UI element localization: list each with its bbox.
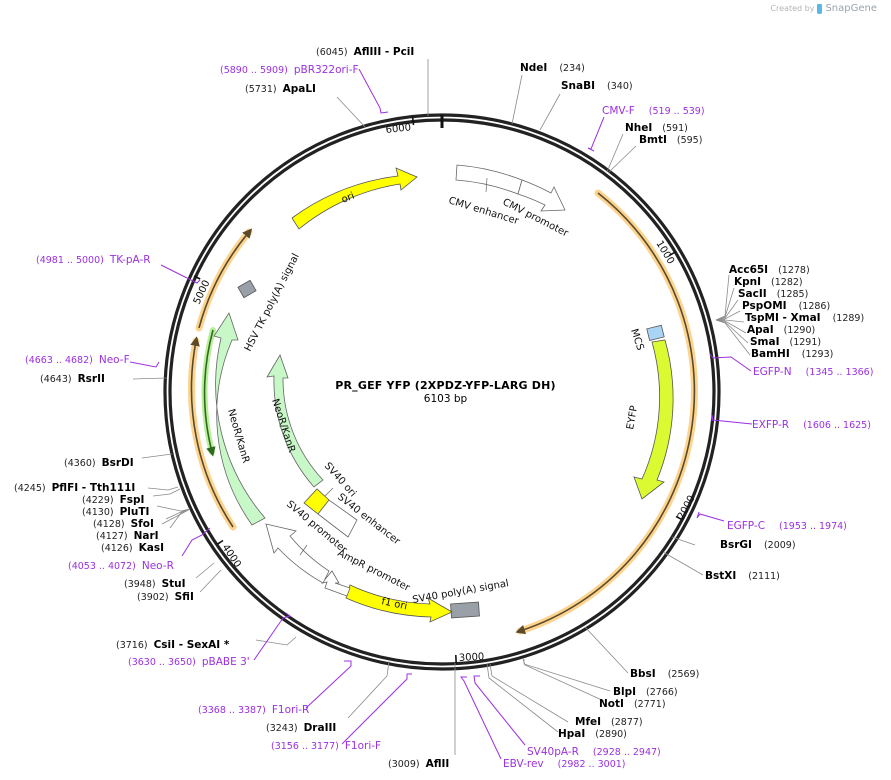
- site-kpnI[interactable]: KpnI(1282): [734, 276, 803, 288]
- snapgene-logo-icon: [817, 3, 823, 14]
- site-draIII[interactable]: (3243)DraIII: [266, 722, 336, 734]
- orf-arrow-left-lower: [190, 336, 234, 528]
- primer-egfp-c[interactable]: EGFP-C(1953 .. 1974): [727, 520, 847, 532]
- primer-f1ori-f[interactable]: (3156 .. 3177)F1ori-F: [271, 740, 381, 752]
- tick-3000: 3000: [459, 652, 485, 664]
- feature-ampr-promoter[interactable]: [320, 570, 351, 597]
- site-notI[interactable]: NotI(2771): [599, 698, 666, 710]
- site-nheI[interactable]: NheI(591): [625, 122, 688, 134]
- site-sfiI[interactable]: (3902)SfiI: [137, 591, 194, 603]
- primer-neo-f[interactable]: (4663 .. 4682)Neo-F: [25, 354, 130, 366]
- site-labels: (6045)AflIII - PciI (5731)ApaLI NdeI(234…: [14, 46, 864, 770]
- site-blpI[interactable]: BlpI(2766): [613, 686, 678, 698]
- label-neor-kanr-inner: NeoR/KanR: [269, 398, 297, 455]
- feature-mcs[interactable]: [646, 324, 665, 342]
- site-aflIII-pciI[interactable]: (6045)AflIII - PciI: [316, 46, 414, 58]
- site-bsrDI[interactable]: (4360)BsrDI: [64, 457, 134, 469]
- label-ori: ori: [340, 191, 356, 206]
- site-kasI[interactable]: (4126)KasI: [101, 542, 164, 554]
- neo-orf-arrow: [203, 329, 216, 457]
- site-bamHI[interactable]: BamHI(1293): [751, 348, 833, 360]
- site-bmtI[interactable]: BmtI(595): [639, 134, 702, 146]
- feature-neor-kanr-inner[interactable]: [266, 354, 324, 488]
- feature-neor-kanr-outer[interactable]: [213, 312, 266, 526]
- credit-prefix: Created by: [770, 4, 815, 13]
- feature-f1-ori[interactable]: [345, 584, 453, 623]
- site-sacII[interactable]: SacII(1285): [738, 288, 808, 300]
- site-bstXI[interactable]: BstXI(2111): [705, 570, 780, 582]
- tick-6000: 6000: [385, 122, 411, 136]
- site-stuI[interactable]: (3948)StuI: [124, 578, 186, 590]
- label-mcs: MCS: [628, 328, 645, 352]
- site-csiI-sexAI[interactable]: (3716)CsiI - SexAI *: [116, 639, 230, 651]
- site-apaI[interactable]: ApaI(1290): [747, 324, 815, 336]
- credit-brand: SnapGene: [825, 3, 877, 14]
- site-snaBI[interactable]: SnaBI(340): [561, 80, 633, 92]
- primer-leaders: [129, 68, 753, 760]
- primer-neo-r[interactable]: (4053 .. 4072)Neo-R: [68, 560, 174, 572]
- primer-ebv-rev[interactable]: EBV-rev(2982 .. 3001): [503, 758, 626, 770]
- site-narI[interactable]: (4127)NarI: [96, 530, 159, 542]
- site-pflFI-tth111I[interactable]: (4245)PflFI - Tth111I: [14, 482, 135, 494]
- orf-arcs: [188, 189, 698, 635]
- feature-hsv-tk-polya[interactable]: [237, 279, 257, 299]
- site-rsrII[interactable]: (4643)RsrII: [40, 373, 105, 385]
- site-hpaI[interactable]: HpaI(2890): [558, 728, 627, 740]
- orf-arrow-left-upper: [198, 228, 253, 329]
- primer-egfp-n[interactable]: EGFP-N(1345 .. 1366): [753, 366, 873, 378]
- site-leaders: [132, 59, 751, 755]
- primer-pbabe-3[interactable]: (3630 .. 3650)pBABE 3': [128, 656, 250, 668]
- site-sfoI[interactable]: (4128)SfoI: [93, 518, 154, 530]
- features: CMV enhancer CMV promoter MCS EYFP SV40 …: [213, 164, 674, 623]
- site-aflII[interactable]: (3009)AflII: [388, 758, 449, 770]
- site-ndeI[interactable]: NdeI(234): [520, 62, 585, 74]
- primer-labels: (5890 .. 5909)pBR322ori-F CMV-F(519 .. 5…: [25, 64, 873, 770]
- snapgene-credit: Created by SnapGene: [770, 3, 877, 14]
- feature-cmv-enhancer[interactable]: [455, 164, 523, 195]
- feature-sv40-polya[interactable]: [450, 601, 480, 619]
- primer-sv40pa-r[interactable]: SV40pA-R(2928 .. 2947): [527, 746, 661, 758]
- site-acc65I[interactable]: Acc65I(1278): [729, 264, 810, 276]
- feature-sv40-enhancer[interactable]: [317, 499, 358, 538]
- primer-cmv-f[interactable]: CMV-F(519 .. 539): [602, 105, 705, 117]
- backbone: [163, 113, 721, 671]
- site-bsrGI[interactable]: BsrGI(2009): [720, 539, 796, 551]
- site-tspMI-xmaI[interactable]: TspMI - XmaI(1289): [745, 312, 864, 324]
- feature-sv40-promoter[interactable]: [265, 523, 330, 584]
- tick-4000: 4000: [220, 543, 243, 570]
- label-sv40-polya: SV40 poly(A) signal: [412, 578, 510, 606]
- site-apaLI[interactable]: (5731)ApaLI: [245, 83, 316, 95]
- feature-cmv-promoter[interactable]: [517, 179, 566, 212]
- site-pluTI[interactable]: (4130)PluTI: [82, 506, 149, 518]
- primer-f1ori-r[interactable]: (3368 .. 3387)F1ori-R: [198, 704, 309, 716]
- feature-ori[interactable]: [291, 167, 418, 230]
- label-f1-ori: f1 ori: [380, 596, 408, 612]
- site-mfeI[interactable]: MfeI(2877): [575, 716, 643, 728]
- site-smaI[interactable]: SmaI(1291): [750, 336, 821, 348]
- primer-pbr322ori-f[interactable]: (5890 .. 5909)pBR322ori-F: [220, 64, 359, 76]
- label-neor-kanr-outer: NeoR/KanR: [225, 408, 251, 465]
- label-hsv-tk-polya: HSV TK poly(A) signal: [243, 252, 302, 353]
- site-bbsI[interactable]: BbsI(2569): [630, 668, 699, 680]
- feature-eyfp[interactable]: [633, 339, 674, 500]
- primer-exfp-r[interactable]: EXFP-R(1606 .. 1625): [752, 419, 871, 431]
- site-pspOMI[interactable]: PspOMI(1286): [742, 300, 830, 312]
- primer-tk-pa-r[interactable]: (4981 .. 5000)TK-pA-R: [36, 254, 151, 266]
- site-fspI[interactable]: (4229)FspI: [82, 494, 144, 506]
- label-eyfp: EYFP: [625, 405, 640, 431]
- orf-arrow-right: [515, 192, 696, 635]
- ruler-ticks: 1000 2000 3000 4000 5000 6000: [192, 116, 698, 664]
